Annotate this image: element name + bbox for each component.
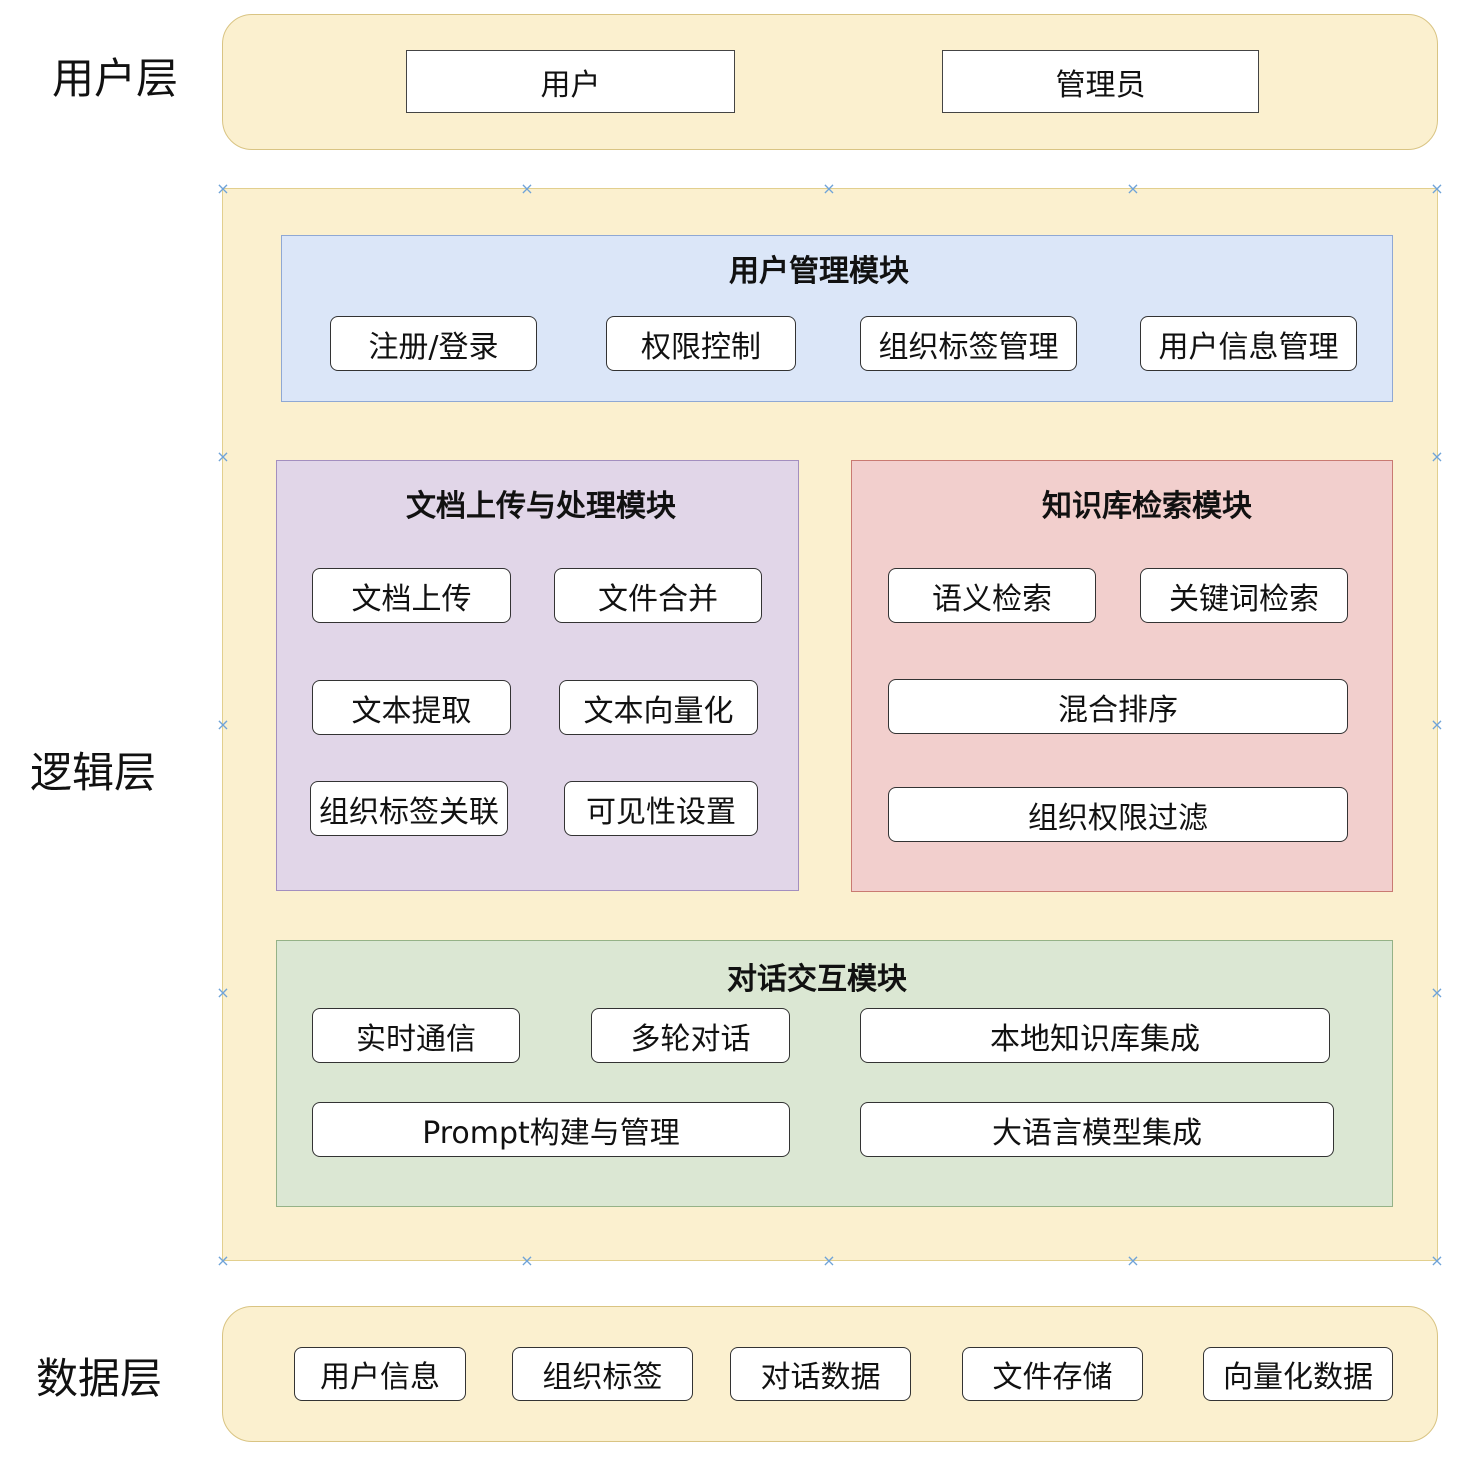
x-handle-icon[interactable]: × [1430, 1251, 1444, 1270]
x-handle-icon[interactable]: × [520, 179, 534, 198]
x-handle-icon[interactable]: × [822, 179, 836, 198]
llm-integration-box[interactable]: 大语言模型集成 [860, 1102, 1334, 1157]
chat-interaction-module [276, 940, 1393, 1207]
register-login-box[interactable]: 注册/登录 [330, 316, 537, 371]
hybrid-ranking-box[interactable]: 混合排序 [888, 679, 1348, 734]
document-upload-box[interactable]: 文档上传 [312, 568, 511, 623]
file-merge-box[interactable]: 文件合并 [554, 568, 762, 623]
user-box[interactable]: 用户 [406, 50, 735, 113]
local-kb-integration-box[interactable]: 本地知识库集成 [860, 1008, 1330, 1063]
org-tag-management-box[interactable]: 组织标签管理 [860, 316, 1077, 371]
x-handle-icon[interactable]: × [1430, 447, 1444, 466]
realtime-communication-box[interactable]: 实时通信 [312, 1008, 520, 1063]
x-handle-icon[interactable]: × [216, 983, 230, 1002]
dialog-data-box[interactable]: 对话数据 [730, 1347, 911, 1401]
keyword-search-box[interactable]: 关键词检索 [1140, 568, 1348, 623]
document-processing-title: 文档上传与处理模块 [406, 489, 676, 524]
permission-control-box[interactable]: 权限控制 [606, 316, 796, 371]
org-tag-association-box[interactable]: 组织标签关联 [310, 781, 508, 836]
x-handle-icon[interactable]: × [216, 715, 230, 734]
x-handle-icon[interactable]: × [1126, 1251, 1140, 1270]
user-layer-label: 用户层 [52, 54, 179, 103]
logic-layer-label: 逻辑层 [30, 748, 157, 797]
x-handle-icon[interactable]: × [1430, 179, 1444, 198]
x-handle-icon[interactable]: × [520, 1251, 534, 1270]
x-handle-icon[interactable]: × [216, 1251, 230, 1270]
org-tag-data-box[interactable]: 组织标签 [512, 1347, 693, 1401]
semantic-search-box[interactable]: 语义检索 [888, 568, 1096, 623]
x-handle-icon[interactable]: × [1430, 983, 1444, 1002]
data-layer-label: 数据层 [36, 1354, 163, 1403]
user-management-title: 用户管理模块 [729, 254, 909, 289]
org-permission-filter-box[interactable]: 组织权限过滤 [888, 787, 1348, 842]
file-storage-box[interactable]: 文件存储 [962, 1347, 1143, 1401]
chat-interaction-title: 对话交互模块 [727, 962, 907, 997]
kb-retrieval-title: 知识库检索模块 [1042, 489, 1252, 524]
text-vectorization-box[interactable]: 文本向量化 [559, 680, 758, 735]
user-info-data-box[interactable]: 用户信息 [294, 1347, 466, 1401]
prompt-management-box[interactable]: Prompt构建与管理 [312, 1102, 790, 1157]
visibility-settings-box[interactable]: 可见性设置 [564, 781, 758, 836]
vector-data-box[interactable]: 向量化数据 [1203, 1347, 1393, 1401]
x-handle-icon[interactable]: × [1126, 179, 1140, 198]
x-handle-icon[interactable]: × [1430, 715, 1444, 734]
x-handle-icon[interactable]: × [216, 447, 230, 466]
x-handle-icon[interactable]: × [822, 1251, 836, 1270]
text-extraction-box[interactable]: 文本提取 [312, 680, 511, 735]
admin-box[interactable]: 管理员 [942, 50, 1259, 113]
user-info-management-box[interactable]: 用户信息管理 [1140, 316, 1357, 371]
x-handle-icon[interactable]: × [216, 179, 230, 198]
multi-turn-dialog-box[interactable]: 多轮对话 [591, 1008, 790, 1063]
